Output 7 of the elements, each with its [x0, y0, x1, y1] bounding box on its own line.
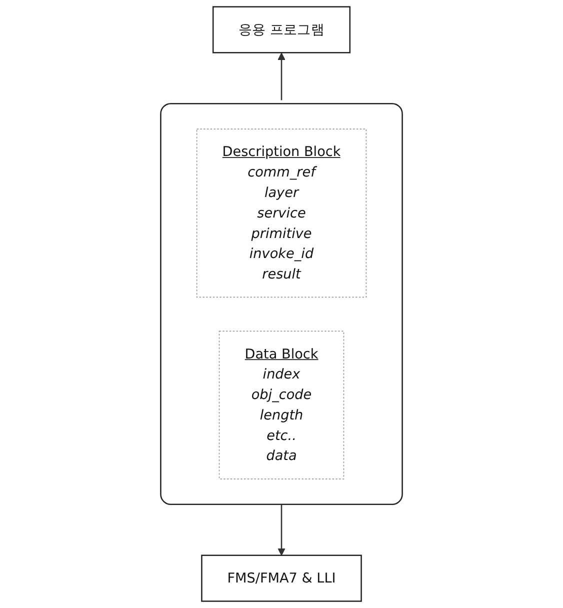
- cluster: [160, 102, 403, 506]
- arrow: [278, 504, 286, 556]
- arrow: [278, 52, 286, 100]
- node-box: Data Block index obj_code length etc.. data: [218, 330, 344, 480]
- node-box: 응용 프로그램: [212, 6, 351, 54]
- node-box: FMS/FMA7 & LLI: [201, 554, 362, 602]
- node-box: Description Block comm_ref layer service primitive invoke_id result: [196, 128, 367, 298]
